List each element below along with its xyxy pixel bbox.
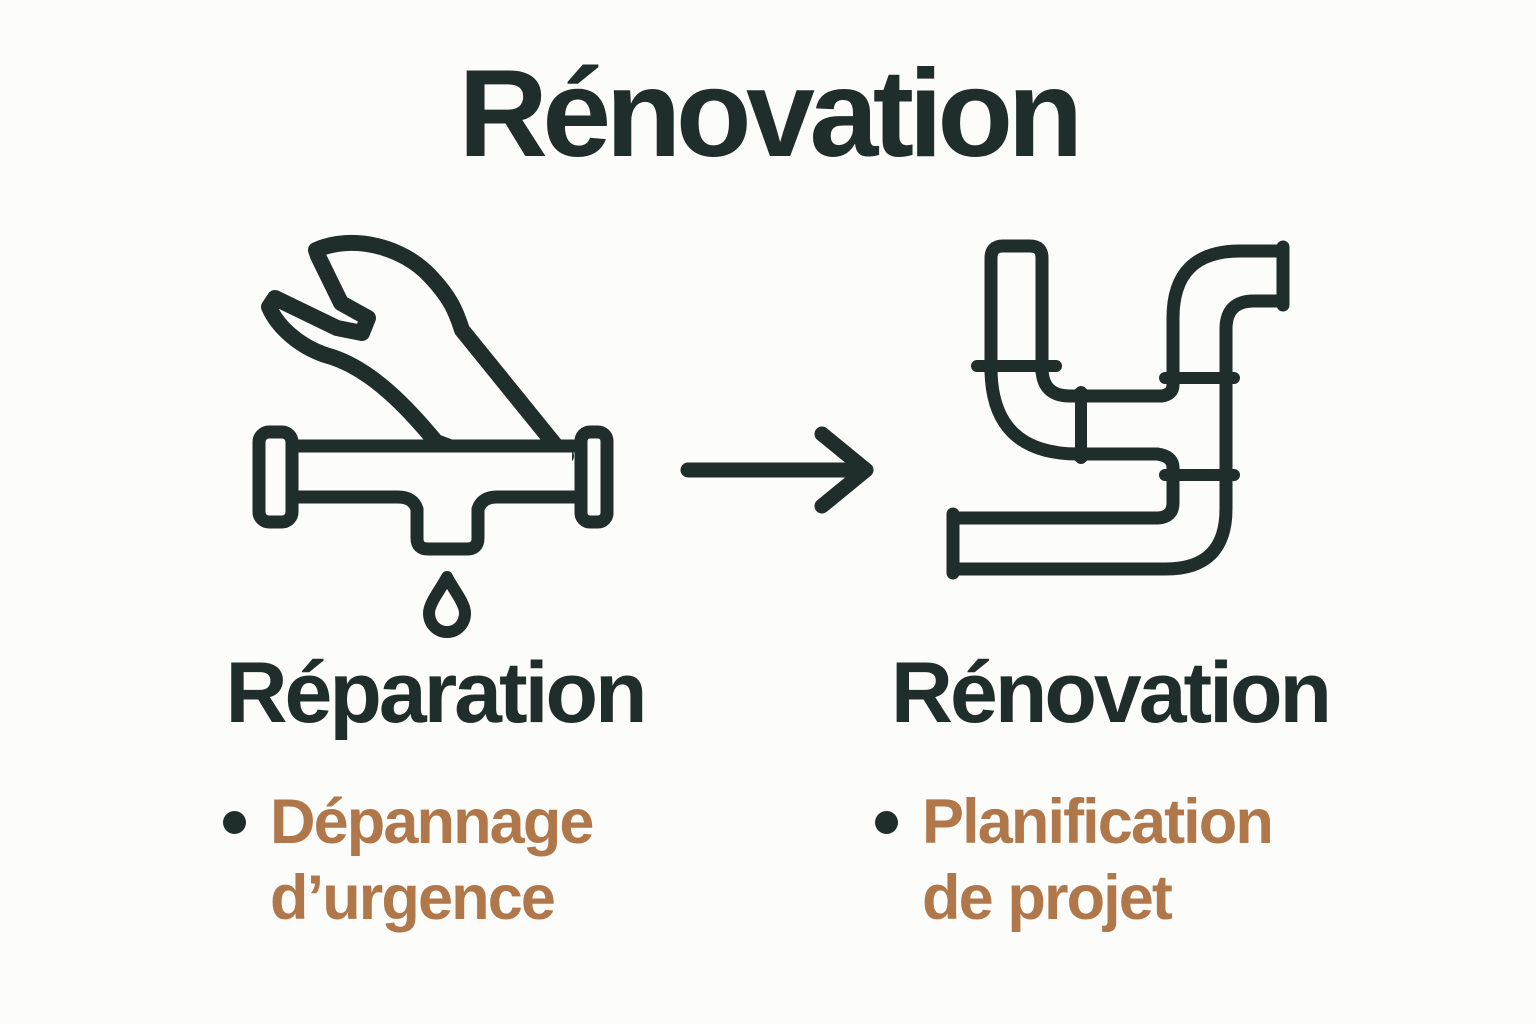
bullet-dot xyxy=(875,811,898,834)
label-renovation: Rénovation xyxy=(890,645,1332,741)
water-drop-icon xyxy=(423,571,471,638)
bullet-text-right: Planification de projet xyxy=(922,787,1274,933)
right-arrow-icon xyxy=(680,426,874,514)
page-title: Rénovation xyxy=(458,45,1083,183)
bullet-dot xyxy=(223,811,246,834)
wrench-leaking-pipe-icon xyxy=(252,234,614,638)
bullet-item-right: Planification de projet xyxy=(875,784,1342,936)
bullet-item-left: Dépannage d’urgence xyxy=(223,784,630,936)
bullet-text-left: Dépannage d’urgence xyxy=(270,787,594,933)
pipe-network-icon xyxy=(946,239,1290,580)
wrench-icon xyxy=(261,234,574,486)
label-reparation: Réparation xyxy=(225,645,647,741)
